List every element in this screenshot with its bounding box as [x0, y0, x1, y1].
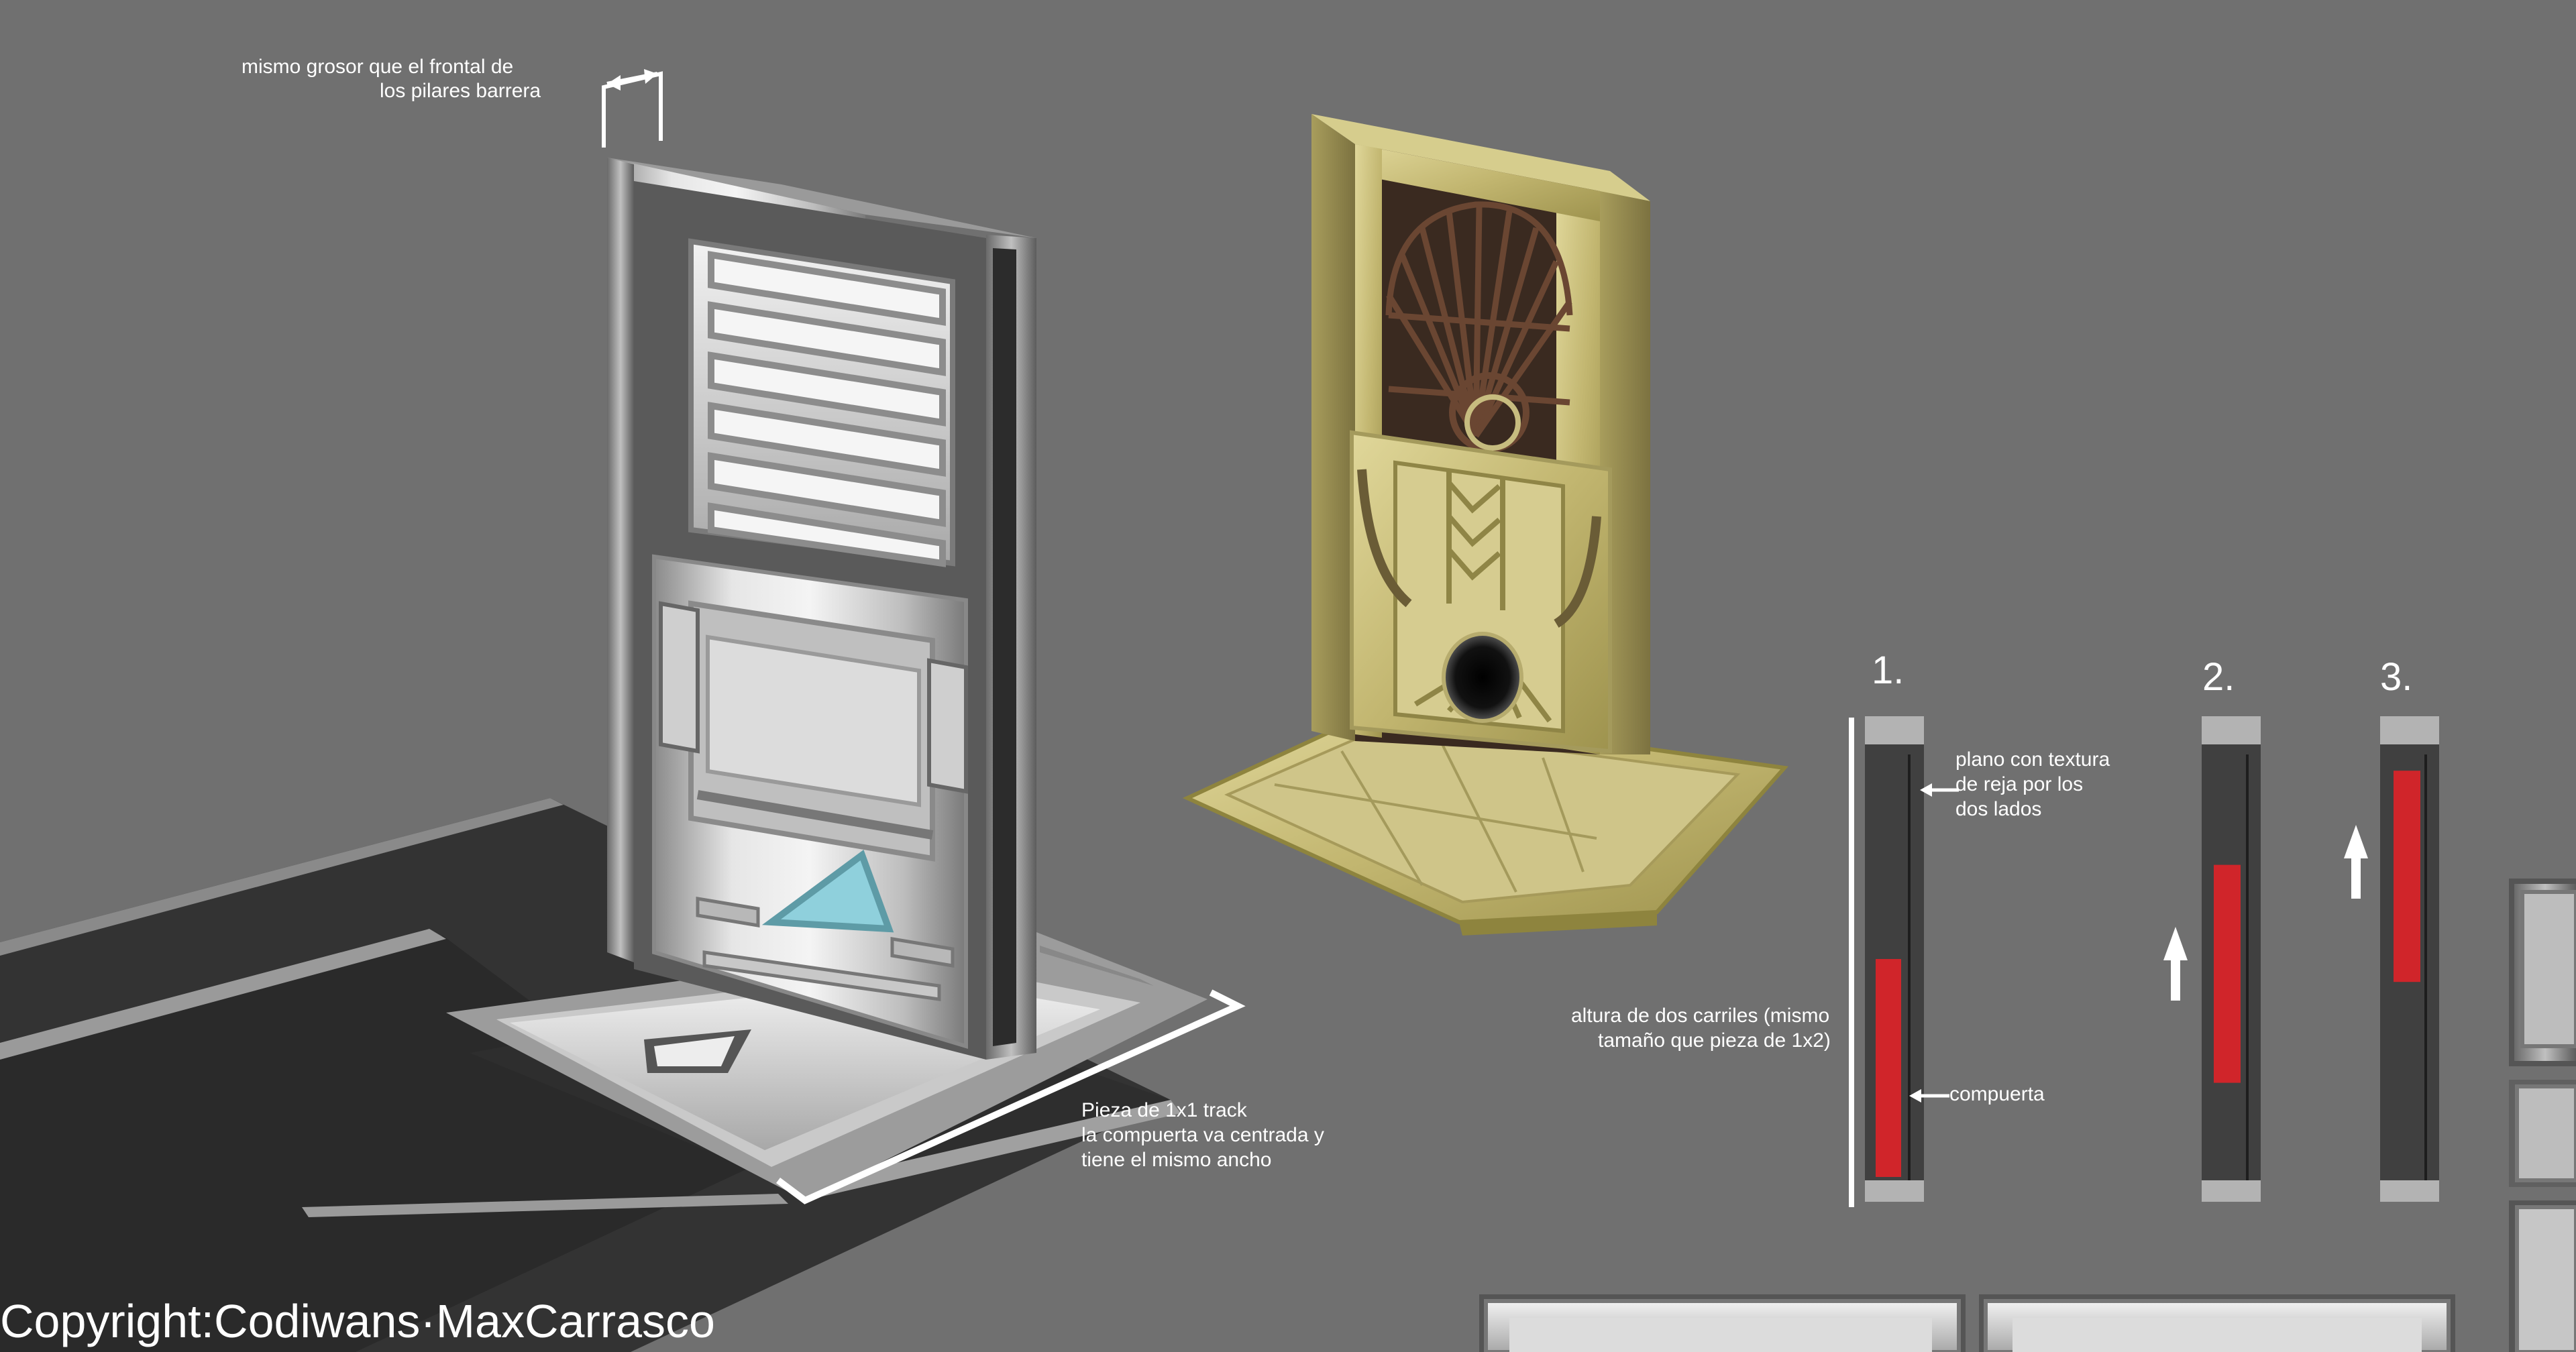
- schematic-step-1: [1865, 716, 1959, 1202]
- step-number-1: 1.: [1872, 649, 1904, 692]
- step-number-2: 2.: [2202, 655, 2235, 699]
- texture-note-line2: de reja por los: [1955, 773, 2084, 795]
- track-note-line2: la compuerta va centrada y: [1081, 1124, 1324, 1146]
- texture-note-line3: dos lados: [1955, 798, 2042, 820]
- thickness-note-line1: mismo grosor que el frontal de: [241, 56, 514, 78]
- gate-label: compuerta: [1949, 1083, 2045, 1105]
- track-note-line3: tiene el mismo ancho: [1081, 1149, 1272, 1171]
- gate-indicator-3: [2394, 771, 2420, 982]
- step-number-3: 3.: [2380, 655, 2413, 699]
- texture-note-line1: plano con textura: [1955, 748, 2110, 771]
- track-width-marker: [776, 989, 1246, 1204]
- track-note-line1: Pieza de 1x1 track: [1081, 1099, 1247, 1121]
- gate-indicator-2: [2214, 864, 2241, 1083]
- height-note-line2: tamaño que pieza de 1x2): [1598, 1029, 1831, 1052]
- gate-schematics: [1849, 716, 2439, 1207]
- thickness-bracket: [602, 69, 663, 148]
- schematic-step-2: [2163, 716, 2261, 1202]
- stone-gate-model: [1182, 114, 1788, 936]
- copyright-text: Copyright:Codiwans·MaxCarrasco: [0, 1295, 715, 1347]
- thickness-note-line2: los pilares barrera: [380, 80, 541, 102]
- height-note-line1: altura de dos carriles (mismo: [1571, 1005, 1830, 1027]
- scifi-door-model: [607, 158, 1036, 1060]
- texture-fragments: [1479, 879, 2576, 1352]
- gate-indicator-1: [1876, 959, 1901, 1177]
- schematic-step-3: [2344, 716, 2439, 1202]
